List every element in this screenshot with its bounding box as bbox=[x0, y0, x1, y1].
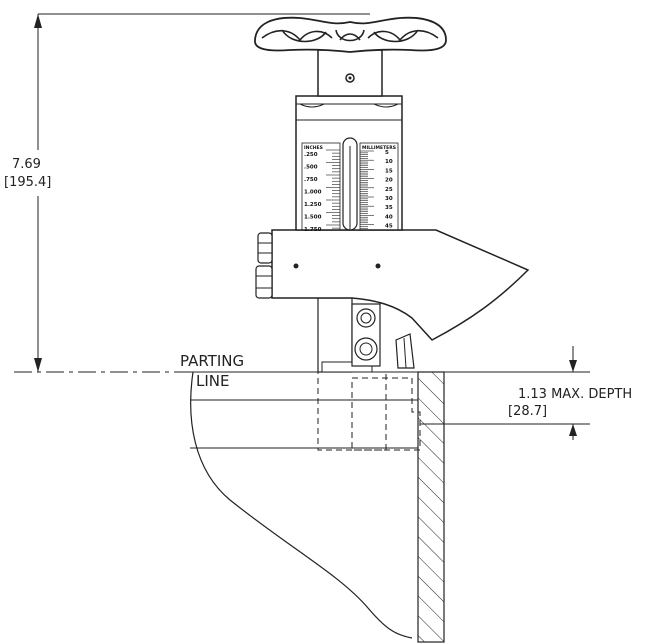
scale-inch-label: .750 bbox=[304, 177, 318, 183]
scale-mm-label: 25 bbox=[385, 187, 393, 193]
scale-mm-label: 40 bbox=[385, 214, 393, 220]
arrow-down-icon bbox=[34, 358, 42, 372]
max-depth-mm-label: [28.7] bbox=[508, 404, 547, 419]
mm-scale: 5 10 15 20 25 30 35 40 45 bbox=[360, 150, 393, 230]
scale-inch-label: 1.500 bbox=[304, 215, 322, 221]
hex-bolt-icon bbox=[356, 308, 376, 328]
hatched-wall bbox=[417, 371, 445, 643]
side-nut-icon bbox=[255, 265, 273, 299]
max-depth-label: 1.13 MAX. DEPTH bbox=[518, 387, 632, 402]
scale-mm-label: 20 bbox=[385, 178, 393, 184]
scale-inch-label: 1.000 bbox=[304, 190, 322, 196]
parting-line-label-bottom: LINE bbox=[196, 372, 229, 390]
side-nut-icon bbox=[257, 232, 273, 264]
overall-height-dimension: 7.69 [195.4] bbox=[4, 13, 370, 372]
handle bbox=[254, 16, 447, 97]
mold-body bbox=[190, 371, 445, 643]
scale-inch-label: .500 bbox=[304, 165, 318, 171]
scale-mm-label: 45 bbox=[385, 224, 393, 230]
screw-icon bbox=[375, 263, 381, 269]
scale-mm-header: MILLIMETERS bbox=[362, 145, 396, 151]
arrow-up-icon bbox=[569, 424, 577, 436]
arrow-down-icon bbox=[569, 360, 577, 372]
clamp-arm bbox=[255, 229, 530, 341]
scale-mm-label: 5 bbox=[385, 150, 389, 156]
hidden-probe bbox=[317, 371, 421, 451]
inch-scale: .250 .500 .750 1.000 1.250 1.500 1.750 bbox=[304, 149, 340, 233]
parting-line: PARTING LINE bbox=[14, 352, 590, 390]
scale-inch-label: 1.250 bbox=[304, 202, 322, 208]
scale-mm-label: 35 bbox=[385, 205, 393, 211]
scale-inch-label: .250 bbox=[304, 152, 318, 158]
screw-icon bbox=[293, 263, 299, 269]
scale-mm-label: 30 bbox=[385, 196, 393, 202]
scale-mm-label: 15 bbox=[385, 168, 393, 174]
gauge-body: INCHES MILLIMETERS .250 .500 .750 1.000 1.25… bbox=[295, 95, 403, 233]
overall-height-mm-label: [195.4] bbox=[4, 175, 51, 190]
arrow-up-icon bbox=[34, 14, 42, 28]
overall-height-label: 7.69 bbox=[12, 157, 41, 172]
max-depth-dimension: 1.13 MAX. DEPTH [28.7] bbox=[420, 346, 632, 440]
scale-inch-label: 1.750 bbox=[304, 227, 322, 233]
hex-bolt-icon bbox=[354, 337, 378, 361]
scale-mm-label: 10 bbox=[385, 159, 393, 165]
lower-stem bbox=[317, 297, 415, 373]
parting-line-label-top: PARTING bbox=[180, 352, 244, 370]
knob-icon bbox=[254, 16, 447, 53]
scale-inches-header: INCHES bbox=[304, 145, 323, 151]
